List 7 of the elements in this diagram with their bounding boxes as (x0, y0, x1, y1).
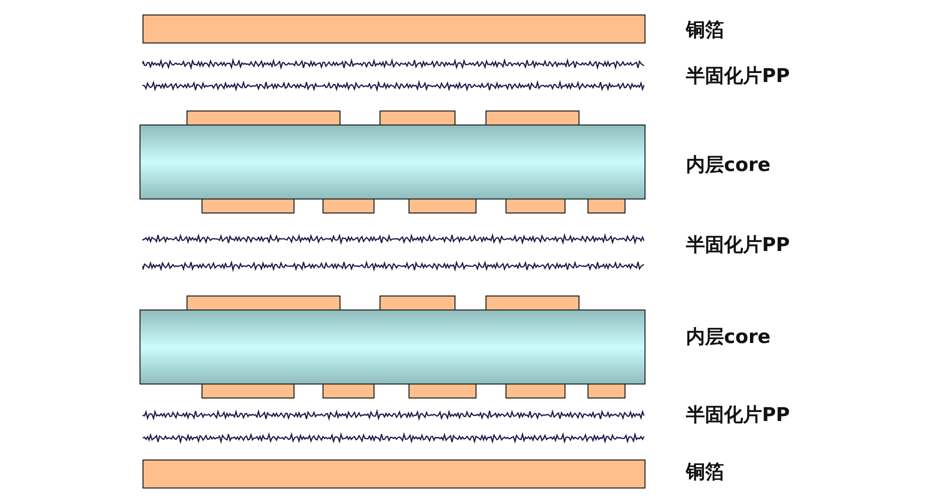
layer-label: 铜箔 (686, 18, 724, 43)
layer-label: 半固化片PP (686, 64, 790, 89)
layer-label: 半固化片PP (686, 403, 790, 428)
layer-label: 半固化片PP (686, 233, 790, 258)
layer-label: 内层core (686, 325, 771, 350)
layer-label: 铜箔 (686, 460, 724, 485)
layer-label: 内层core (686, 153, 771, 178)
